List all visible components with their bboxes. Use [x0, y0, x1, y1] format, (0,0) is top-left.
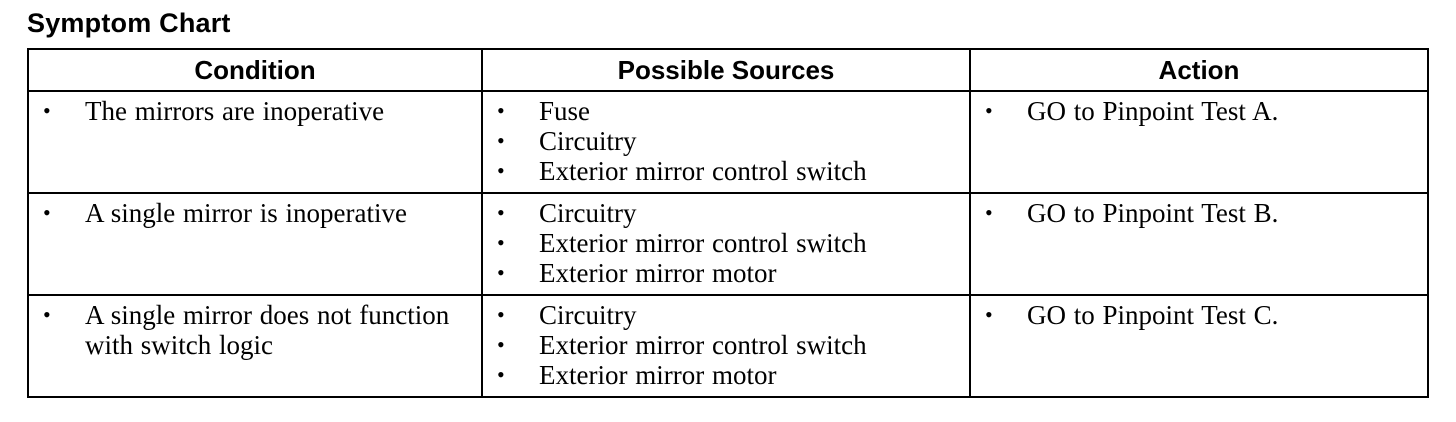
list-item-text: Exterior mirror motor	[539, 360, 777, 390]
bullet-icon: •	[985, 98, 993, 123]
action-cell: • GO to Pinpoint Test A.	[969, 90, 1429, 194]
bullet-icon: •	[497, 362, 505, 387]
page-title: Symptom Chart	[27, 8, 231, 38]
list-item-text: Fuse	[539, 96, 591, 126]
list-item-text: Exterior mirror control switch	[539, 330, 867, 360]
column-header-action: Action	[969, 48, 1429, 92]
possible-sources-cell: • Circuitry • Exterior mirror control switc…	[481, 294, 971, 398]
list-item: • Exterior mirror control switch	[483, 330, 961, 360]
bullet-list: • GO to Pinpoint Test C.	[971, 300, 1419, 330]
bullet-icon: •	[497, 200, 505, 225]
bullet-icon: •	[497, 302, 505, 327]
symptom-table: Condition Possible Sources Action • The m…	[27, 48, 1429, 398]
possible-sources-cell: • Fuse • Circuitry • Exterior mirror control …	[481, 90, 971, 194]
bullet-icon: •	[497, 230, 505, 255]
table-row: • A single mirror is inoperative • Circuitr…	[27, 192, 1429, 296]
bullet-icon: •	[985, 302, 993, 327]
list-item-text: Exterior mirror motor	[539, 258, 777, 288]
bullet-icon: •	[497, 158, 505, 183]
bullet-list: • GO to Pinpoint Test A.	[971, 96, 1419, 126]
table-row: • A single mirror does not function with …	[27, 294, 1429, 398]
list-item-text: GO to Pinpoint Test B.	[1027, 198, 1279, 228]
list-item-text: GO to Pinpoint Test C.	[1027, 300, 1279, 330]
list-item-text: Circuitry	[539, 300, 637, 330]
list-item: • GO to Pinpoint Test C.	[971, 300, 1419, 330]
list-item-text: A single mirror is inoperative	[85, 198, 407, 228]
bullet-icon: •	[497, 128, 505, 153]
condition-cell: • A single mirror is inoperative	[27, 192, 483, 296]
list-item: • Fuse	[483, 96, 961, 126]
list-item: • The mirrors are inoperative	[29, 96, 473, 126]
bullet-icon: •	[497, 98, 505, 123]
list-item-text: Exterior mirror control switch	[539, 156, 867, 186]
list-item: • Circuitry	[483, 198, 961, 228]
list-item: • GO to Pinpoint Test A.	[971, 96, 1419, 126]
condition-cell: • A single mirror does not function with …	[27, 294, 483, 398]
list-item: • GO to Pinpoint Test B.	[971, 198, 1419, 228]
table-header-row: Condition Possible Sources Action	[27, 48, 1429, 92]
list-item-text: Circuitry	[539, 126, 637, 156]
list-item: • Circuitry	[483, 300, 961, 330]
list-item: • A single mirror is inoperative	[29, 198, 473, 228]
list-item-text: The mirrors are inoperative	[85, 96, 385, 126]
list-item: • Exterior mirror control switch	[483, 156, 961, 186]
column-header-condition: Condition	[27, 48, 483, 92]
list-item: • Circuitry	[483, 126, 961, 156]
bullet-list: • GO to Pinpoint Test B.	[971, 198, 1419, 228]
bullet-icon: •	[497, 332, 505, 357]
list-item: • Exterior mirror control switch	[483, 228, 961, 258]
list-item-text: Circuitry	[539, 198, 637, 228]
bullet-icon: •	[985, 200, 993, 225]
table-body: • The mirrors are inoperative • Fuse • Circui…	[27, 90, 1429, 398]
bullet-list: • A single mirror does not function with …	[29, 300, 473, 360]
list-item: • Exterior mirror motor	[483, 360, 961, 390]
bullet-icon: •	[43, 302, 51, 327]
bullet-icon: •	[43, 98, 51, 123]
list-item: • Exterior mirror motor	[483, 258, 961, 288]
list-item-text: A single mirror does not function with s…	[85, 300, 450, 360]
table-row: • The mirrors are inoperative • Fuse • Circui…	[27, 90, 1429, 194]
condition-cell: • The mirrors are inoperative	[27, 90, 483, 194]
bullet-icon: •	[43, 200, 51, 225]
list-item: • A single mirror does not function with …	[29, 300, 473, 360]
list-item-text: GO to Pinpoint Test A.	[1027, 96, 1279, 126]
action-cell: • GO to Pinpoint Test B.	[969, 192, 1429, 296]
bullet-list: • The mirrors are inoperative	[29, 96, 473, 126]
action-cell: • GO to Pinpoint Test C.	[969, 294, 1429, 398]
bullet-icon: •	[497, 260, 505, 285]
bullet-list: • Circuitry • Exterior mirror control switc…	[483, 300, 961, 390]
bullet-list: • Circuitry • Exterior mirror control switc…	[483, 198, 961, 288]
bullet-list: • Fuse • Circuitry • Exterior mirror control …	[483, 96, 961, 186]
column-header-possible-sources: Possible Sources	[481, 48, 971, 92]
possible-sources-cell: • Circuitry • Exterior mirror control switc…	[481, 192, 971, 296]
bullet-list: • A single mirror is inoperative	[29, 198, 473, 228]
list-item-text: Exterior mirror control switch	[539, 228, 867, 258]
